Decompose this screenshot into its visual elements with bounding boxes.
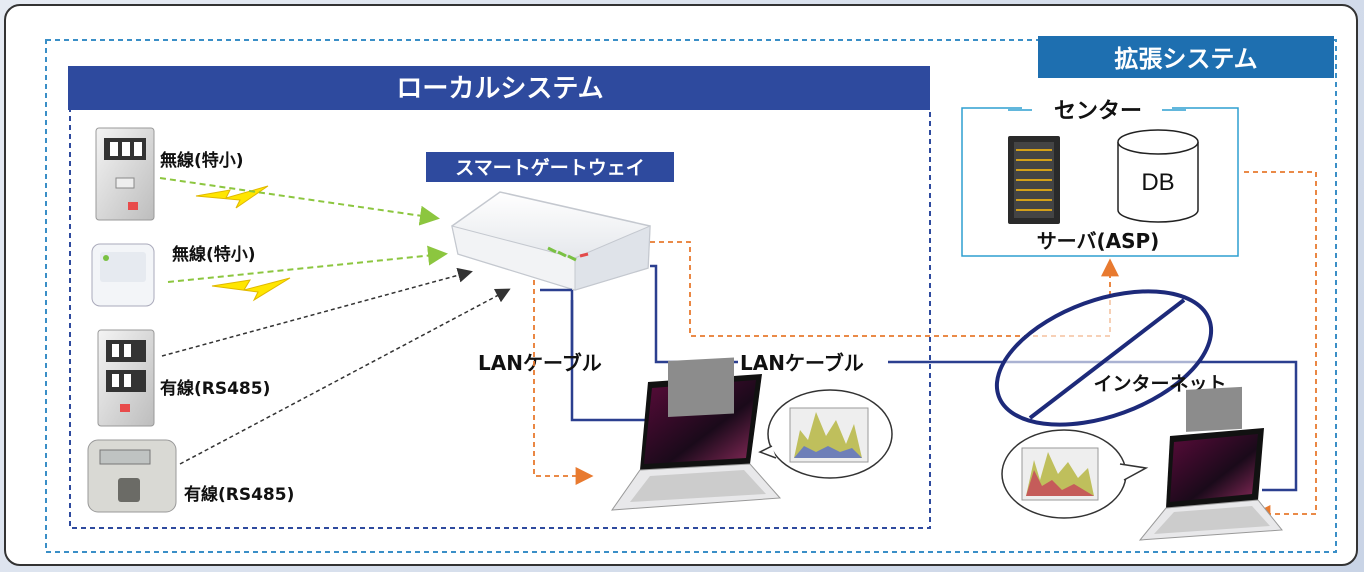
local-laptop	[610, 357, 782, 511]
wireless-arrow-2	[167, 245, 448, 283]
lightning-icon-2	[211, 277, 291, 302]
extended-system-title: 拡張システム	[1114, 45, 1257, 73]
server-label: サーバ(ASP)	[1037, 229, 1160, 253]
remote-chart-bubble	[1001, 429, 1149, 519]
local-system-header: ローカルシステム	[68, 66, 930, 110]
device-2-label: 無線(特小)	[172, 244, 256, 265]
local-chart-bubble	[758, 389, 893, 479]
device-3-label: 有線(RS485)	[160, 378, 270, 399]
internet-route-server-to-remote-pc	[1244, 171, 1317, 523]
server-rack-icon	[1008, 136, 1060, 224]
device-4-label: 有線(RS485)	[184, 484, 294, 505]
internet-route-gateway-to-local-pc	[533, 280, 594, 485]
db-label: DB	[1141, 169, 1174, 196]
device-3-wired-meter	[97, 329, 155, 427]
lan-cable-label-right: LANケーブル	[740, 351, 864, 375]
device-1-label: 無線(特小)	[160, 150, 244, 171]
device-1-wireless-meter	[95, 127, 155, 221]
device-4-wired-meter	[87, 439, 177, 513]
lan-cable-label-left: LANケーブル	[478, 351, 602, 375]
wired-arrow-2	[179, 288, 511, 465]
local-system-title: ローカルシステム	[396, 74, 603, 104]
device-2-wireless-sensor	[91, 243, 155, 307]
extended-system-header: 拡張システム	[1038, 36, 1334, 78]
internet-cloud: インターネット	[994, 289, 1227, 427]
wireless-arrow-1	[159, 177, 440, 226]
gateway-label: スマートゲートウェイ	[455, 157, 644, 179]
center-title: センター	[1054, 99, 1142, 124]
wired-arrow-1	[161, 267, 473, 357]
database-icon: DB	[1117, 129, 1199, 223]
gateway-label-box: スマートゲートウェイ	[426, 152, 674, 182]
extended-system-boundary	[45, 39, 1337, 553]
gateway-device	[451, 191, 651, 291]
local-system-boundary	[69, 107, 931, 529]
remote-laptop	[1138, 386, 1283, 541]
